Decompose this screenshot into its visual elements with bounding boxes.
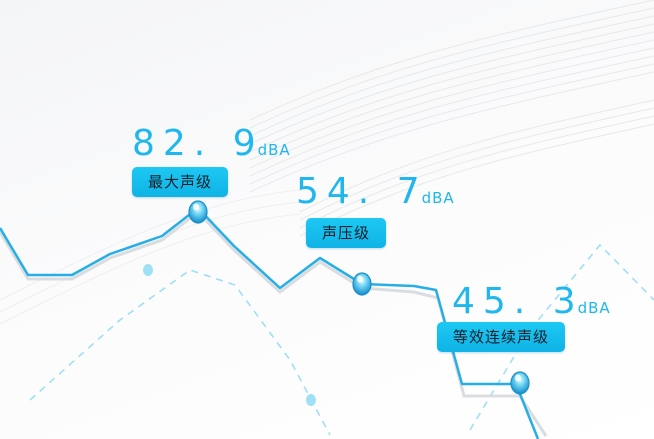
- current-level-label: 声压级: [306, 218, 387, 248]
- current-level-reading: 54. 7dBA: [296, 174, 455, 210]
- trend-line-dashed-right: [469, 243, 654, 431]
- dot-marker: [306, 394, 316, 406]
- equivalent-level-marker: [510, 371, 530, 395]
- max-level-unit: dBA: [257, 141, 291, 159]
- equivalent-level-unit: dBA: [577, 299, 611, 317]
- current-level-marker: [352, 272, 372, 296]
- equivalent-level-label: 等效连续声级: [437, 322, 566, 352]
- max-level-marker: [188, 200, 208, 224]
- level-line: [0, 206, 540, 439]
- max-level-value: 82. 9: [132, 123, 264, 164]
- current-level-value: 54. 7: [296, 171, 428, 212]
- equivalent-level-value: 45. 3: [452, 281, 584, 322]
- trend-line-dashed: [29, 269, 331, 436]
- max-level-label: 最大声级: [132, 167, 229, 197]
- current-level-unit: dBA: [421, 189, 455, 207]
- equivalent-level-reading: 45. 3dBA: [452, 284, 611, 320]
- max-level-reading: 82. 9dBA: [132, 126, 291, 162]
- dot-marker: [143, 264, 153, 276]
